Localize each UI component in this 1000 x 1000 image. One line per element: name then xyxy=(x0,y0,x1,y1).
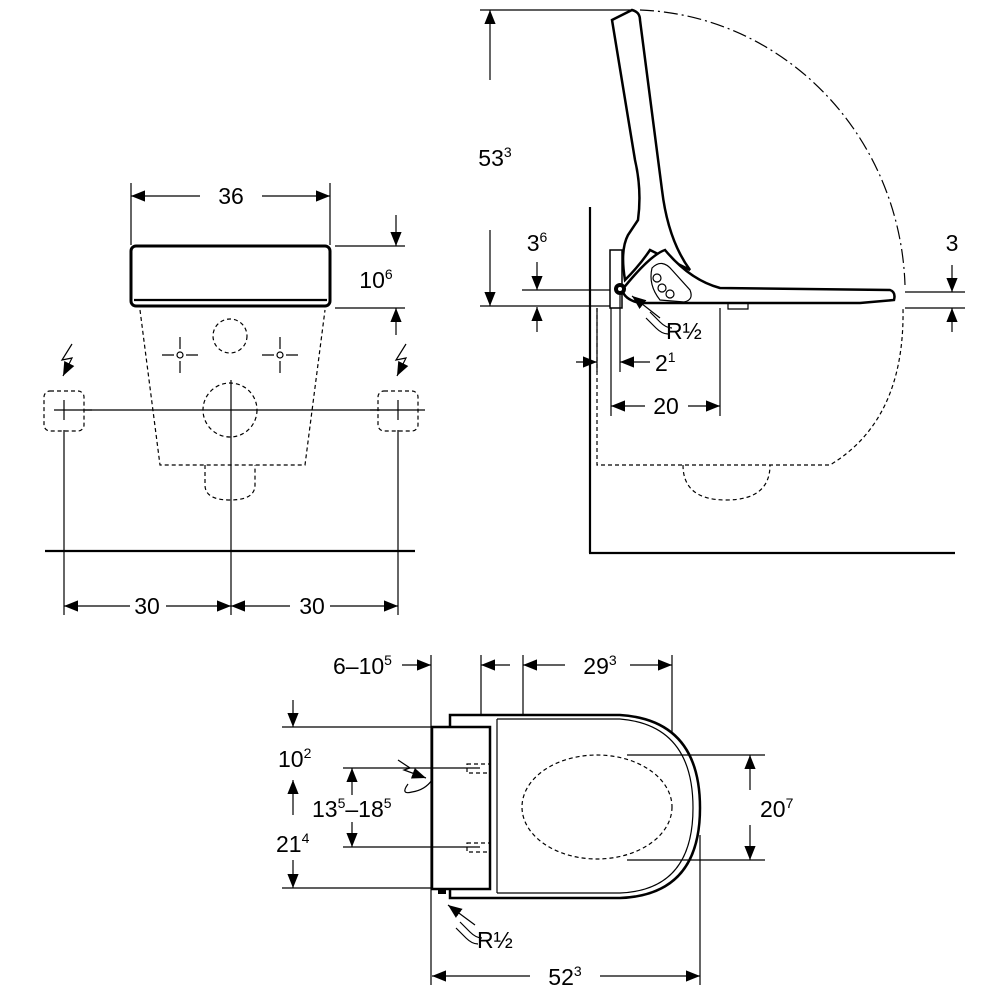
socket-left xyxy=(43,390,92,432)
top-offset-dimension: 102 xyxy=(278,745,312,772)
right-offset-dimension: 30 xyxy=(299,593,325,619)
control-unit xyxy=(430,725,492,891)
left-offset-dimension: 30 xyxy=(134,593,160,619)
electric-power-icon xyxy=(60,343,75,377)
wall-range-dimension: 6–105 xyxy=(333,652,392,679)
total-depth-dimension: 523 xyxy=(548,963,582,990)
control-buttons-icon xyxy=(652,273,675,299)
water-supply-icon xyxy=(631,295,661,319)
right-offset-dimension: 3 xyxy=(946,230,959,256)
front-view: 36 30 30 xyxy=(43,183,425,619)
seat-depth-dimension: 293 xyxy=(583,652,617,679)
side-view: 533 36 R½ 3 21 20 xyxy=(478,8,965,555)
water-supply-icon xyxy=(447,904,476,926)
top-view: 6–105 293 207 102 135–185 214 xyxy=(276,652,794,990)
seat xyxy=(620,248,896,305)
electric-power-icon xyxy=(394,343,409,377)
raised-lid xyxy=(610,8,692,283)
lid xyxy=(129,244,332,308)
bottom-offset-dimension: 214 xyxy=(276,830,310,857)
electric-power-icon xyxy=(397,759,427,779)
thread-label: R½ xyxy=(477,927,513,953)
width-dimension: 36 xyxy=(218,183,244,209)
connection-distance-dimension: 20 xyxy=(653,393,679,419)
lid-height-dimension: 106 xyxy=(359,266,393,293)
height-dimension: 533 xyxy=(478,144,512,171)
seat-outline xyxy=(448,713,702,900)
seat-offset-dimension: 36 xyxy=(527,229,548,256)
thread-label: R½ xyxy=(666,318,702,344)
opening-width-dimension: 207 xyxy=(760,795,794,822)
wall-gap-dimension: 21 xyxy=(655,349,676,376)
bracket-range-dimension: 135–185 xyxy=(312,795,392,822)
fixing-point-icon xyxy=(162,337,298,373)
socket-right xyxy=(370,390,425,432)
